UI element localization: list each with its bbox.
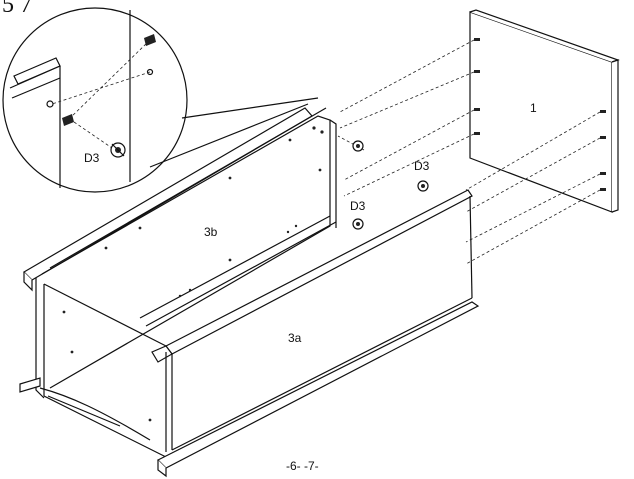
label-panel-3a: 3a [288, 331, 302, 345]
cam-lock-icon [352, 140, 364, 152]
label-panel-3b: 3b [204, 225, 218, 239]
panel-1: 1 [469, 9, 620, 213]
page-numbers: -6- -7- [286, 459, 319, 473]
label-d3-center: D3 [350, 199, 366, 213]
label-panel-1: 1 [530, 101, 537, 115]
cam-lock-icon [110, 142, 126, 158]
label-d3-right: D3 [414, 159, 430, 173]
cabinet-body: 3b 3a [19, 107, 480, 478]
assembly-guides [337, 39, 601, 265]
label-d3-detail: D3 [84, 151, 100, 165]
cam-lock-icon [417, 180, 429, 192]
detail-magnifier: D3 [2, 7, 319, 193]
cam-lock-icon [352, 218, 364, 230]
step-number: 5 7 [2, 0, 32, 18]
